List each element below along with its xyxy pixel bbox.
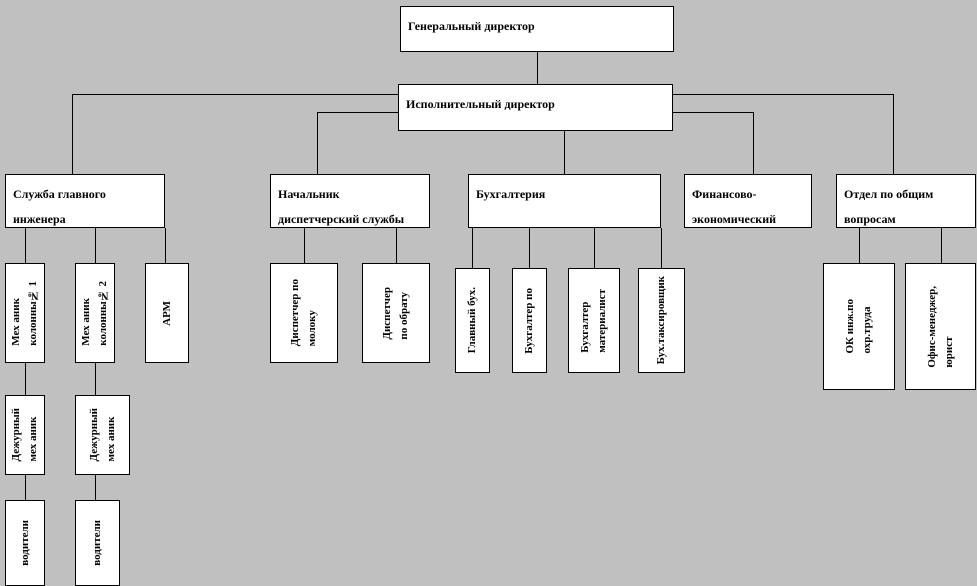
node-chief-engineer-service: Служба главного инженера (5, 174, 165, 228)
node-ok-labor-safety-label: ОК инж.по охр.труда (844, 299, 873, 354)
node-dispatcher-milk-label: Диспетчер по молоку (289, 279, 318, 347)
connector-line (529, 228, 530, 268)
connector-line (537, 52, 538, 84)
node-dispatcher-milk: Диспетчер по молоку (270, 263, 338, 363)
connector-line (859, 228, 860, 263)
connector-line (72, 94, 399, 95)
node-chief-accountant: Главный бух. (455, 268, 490, 373)
node-dispatcher-obrat: Диспетчер по обрату (362, 263, 430, 363)
node-office-manager-lawyer-label: Офис-менеджер, юрист (925, 285, 955, 368)
node-mechanic-column-2: Мех аник колонны№ 2 (75, 263, 115, 363)
node-duty-mechanic-1-label: Дежурный мех аник (10, 408, 39, 462)
node-drivers-2: водители (75, 500, 120, 586)
node-dispatch-head: Начальник диспетчерский службы (270, 174, 430, 228)
node-mechanic-column-1-label: Мех аник колонны№ 1 (10, 280, 39, 346)
node-mechanic-column-2-label: Мех аник колонны№ 2 (80, 280, 109, 346)
connector-line (941, 228, 942, 263)
node-executive-director: Исполнительный директор (398, 84, 673, 131)
node-executive-director-label: Исполнительный директор (406, 97, 555, 111)
connector-line (564, 131, 565, 174)
node-drivers-1: водители (5, 500, 45, 586)
connector-line (304, 228, 305, 263)
node-mechanic-column-1: Мех аник колонны№ 1 (5, 263, 45, 363)
node-chief-accountant-label: Главный бух. (466, 287, 478, 354)
connector-line (95, 363, 96, 395)
node-arm-label: АРМ (160, 300, 173, 326)
node-accountant-taxer: Бух.таксировщик (638, 268, 685, 373)
node-accountant-materialist-label: Бухгалтер материалист (579, 288, 608, 353)
node-dispatcher-obrat-label: Диспетчер по обрату (381, 286, 410, 340)
connector-line (25, 228, 26, 263)
connector-line (396, 228, 397, 263)
node-financial-economic-label: Финансово- экономический (692, 187, 777, 226)
node-drivers-2-label: водители (91, 520, 103, 566)
connector-line (753, 112, 754, 174)
node-office-manager-lawyer: Офис-менеджер, юрист (905, 263, 976, 390)
node-duty-mechanic-2-label: Дежурный мех аник (87, 408, 117, 462)
connector-line (25, 363, 26, 395)
connector-line (72, 94, 73, 174)
connector-line (317, 112, 318, 174)
node-ok-labor-safety: ОК инж.по охр.труда (823, 263, 895, 390)
connector-line (594, 228, 595, 268)
node-accountant-po-label: Бухгалтер по (523, 287, 535, 354)
node-arm: АРМ (145, 263, 189, 363)
connector-line (95, 228, 96, 263)
node-financial-economic: Финансово- экономический (684, 174, 812, 228)
node-duty-mechanic-1: Дежурный мех аник (5, 395, 45, 475)
node-chief-engineer-service-label: Служба главного инженера (13, 187, 106, 226)
connector-line (472, 228, 473, 268)
node-accountant-materialist: Бухгалтер материалист (568, 268, 620, 373)
node-accounting-label: Бухгалтерия (476, 187, 546, 201)
connector-line (95, 475, 96, 500)
node-drivers-1-label: водители (18, 520, 31, 566)
node-dispatch-head-label: Начальник диспетчерский службы (278, 187, 405, 226)
connector-line (673, 112, 753, 113)
node-accountant-po: Бухгалтер по (512, 268, 547, 373)
connector-line (673, 94, 893, 95)
node-general-affairs: Отдел по общим вопросам (836, 174, 976, 228)
node-general-director-label: Генеральный директор (408, 19, 535, 33)
connector-line (165, 228, 166, 263)
node-general-affairs-label: Отдел по общим вопросам (844, 187, 934, 226)
node-duty-mechanic-2: Дежурный мех аник (75, 395, 130, 475)
connector-line (893, 94, 894, 174)
node-general-director: Генеральный директор (400, 6, 674, 52)
node-accounting: Бухгалтерия (468, 174, 661, 228)
node-accountant-taxer-label: Бух.таксировщик (655, 276, 667, 365)
connector-line (25, 475, 26, 500)
connector-line (317, 112, 398, 113)
connector-line (661, 228, 662, 268)
